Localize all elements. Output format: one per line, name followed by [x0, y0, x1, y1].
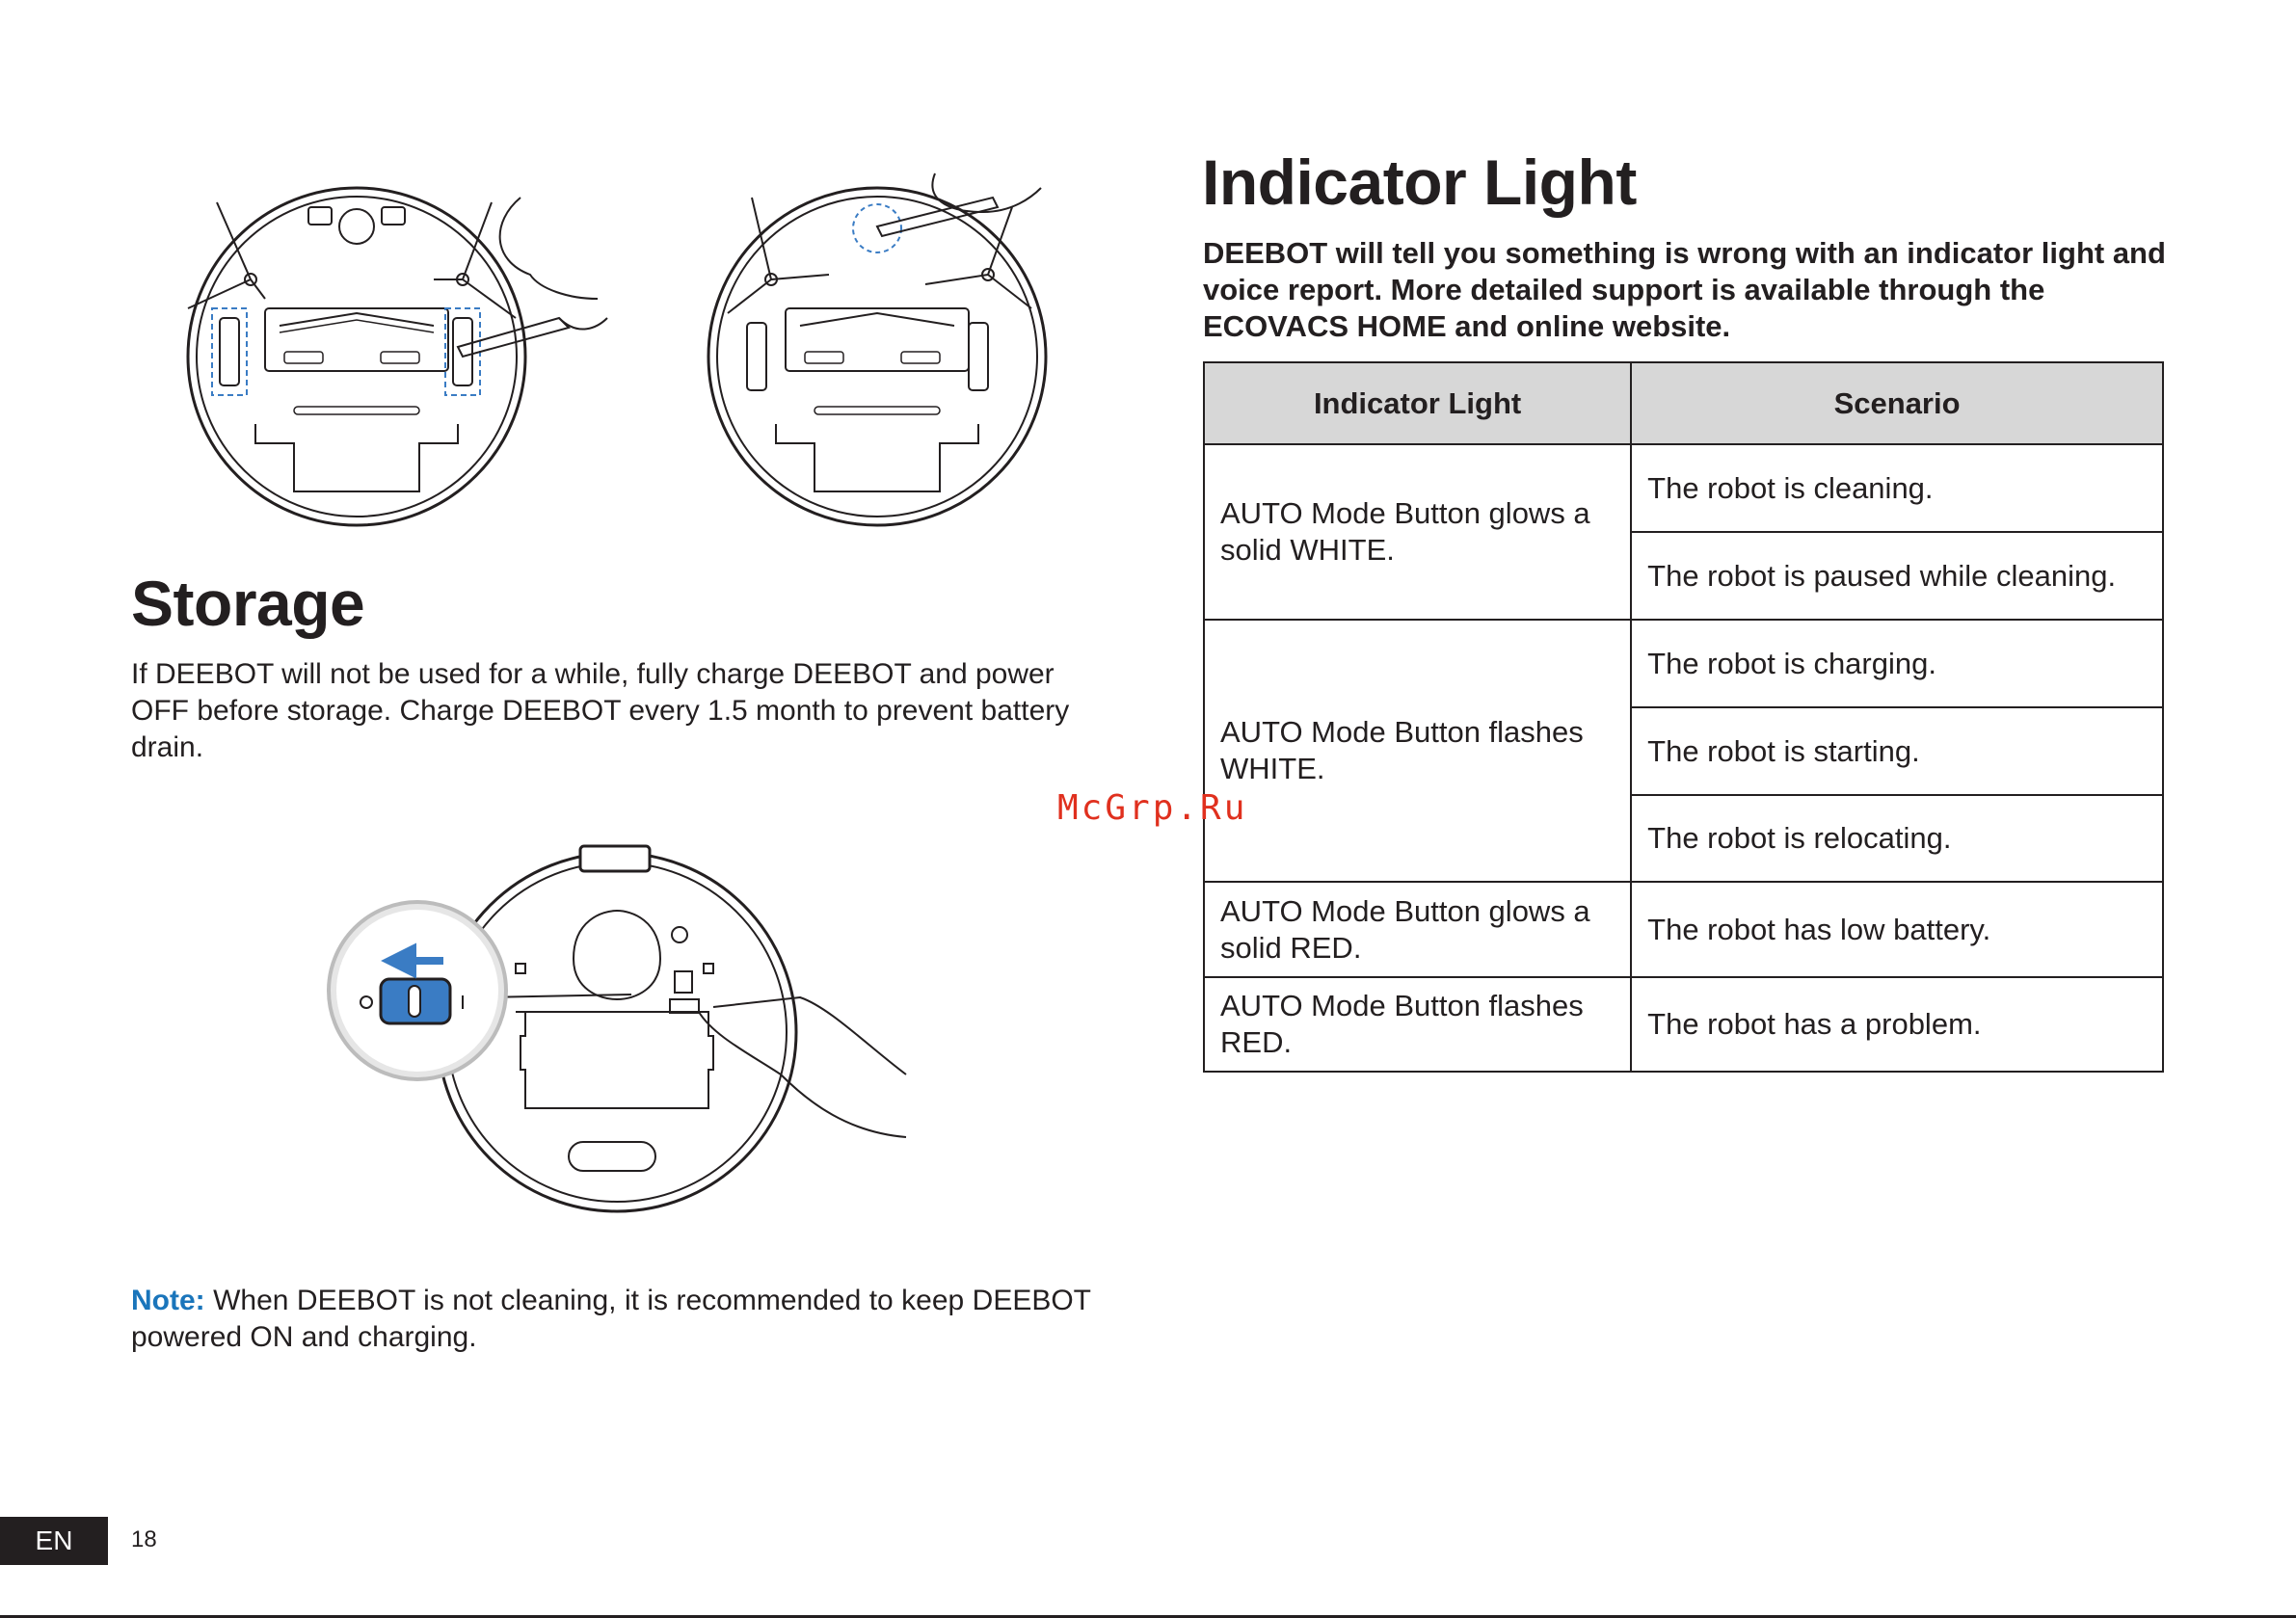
storage-note: Note: When DEEBOT is not cleaning, it is… — [131, 1283, 1091, 1356]
light-cell: AUTO Mode Button glows a solid WHITE. — [1202, 443, 1633, 621]
scenario-cell: The robot is starting. — [1630, 706, 2164, 796]
note-text: When DEEBOT is not cleaning, it is recom… — [131, 1285, 1092, 1353]
scenario-cell: The robot has low battery. — [1630, 881, 2164, 978]
table-header-row: Indicator Light Scenario — [1202, 361, 2164, 445]
table-row: AUTO Mode Button glows a solid WHITE. Th… — [1202, 443, 2164, 621]
scenario-cell: The robot is relocating. — [1630, 794, 2164, 883]
table-row: AUTO Mode Button glows a solid RED. The … — [1202, 881, 2164, 978]
note-label: Note: — [131, 1285, 205, 1316]
header-indicator-light: Indicator Light — [1202, 361, 1633, 445]
light-cell: AUTO Mode Button glows a solid RED. — [1202, 881, 1633, 978]
scenario-cell: The robot is cleaning. — [1630, 443, 2164, 533]
scenario-cell: The robot is paused while cleaning. — [1630, 531, 2164, 621]
table-row: The robot is paused while cleaning. — [1204, 531, 2164, 621]
scenario-cell: The robot has a problem. — [1630, 976, 2164, 1073]
light-cell: AUTO Mode Button flashes WHITE. — [1202, 619, 1633, 883]
language-tag: EN — [0, 1517, 108, 1565]
robot-bottom-illustration-left — [186, 186, 608, 527]
table-row: AUTO Mode Button flashes RED. The robot … — [1202, 976, 2164, 1073]
page-number: 18 — [131, 1526, 157, 1552]
table-row: The robot is starting. — [1204, 706, 2164, 796]
table-row: The robot is relocating. — [1204, 794, 2164, 883]
storage-body: If DEEBOT will not be used for a while, … — [131, 658, 1070, 763]
indicator-title: Indicator Light — [1202, 146, 1637, 218]
light-cell: AUTO Mode Button flashes RED. — [1202, 976, 1633, 1073]
indicator-lead: DEEBOT will tell you something is wrong … — [1203, 236, 2166, 343]
power-switch-illustration — [327, 844, 907, 1213]
indicator-table: Indicator Light Scenario AUTO Mode Butto… — [1202, 361, 2164, 1073]
bottom-rule — [0, 1615, 2296, 1618]
watermark: McGrp.Ru — [1057, 788, 1248, 828]
scenario-cell: The robot is charging. — [1630, 619, 2164, 708]
table-row: AUTO Mode Button flashes WHITE. The robo… — [1202, 619, 2164, 883]
header-scenario: Scenario — [1630, 361, 2164, 445]
robot-bottom-illustration-right — [707, 172, 1048, 527]
storage-title: Storage — [131, 568, 365, 639]
